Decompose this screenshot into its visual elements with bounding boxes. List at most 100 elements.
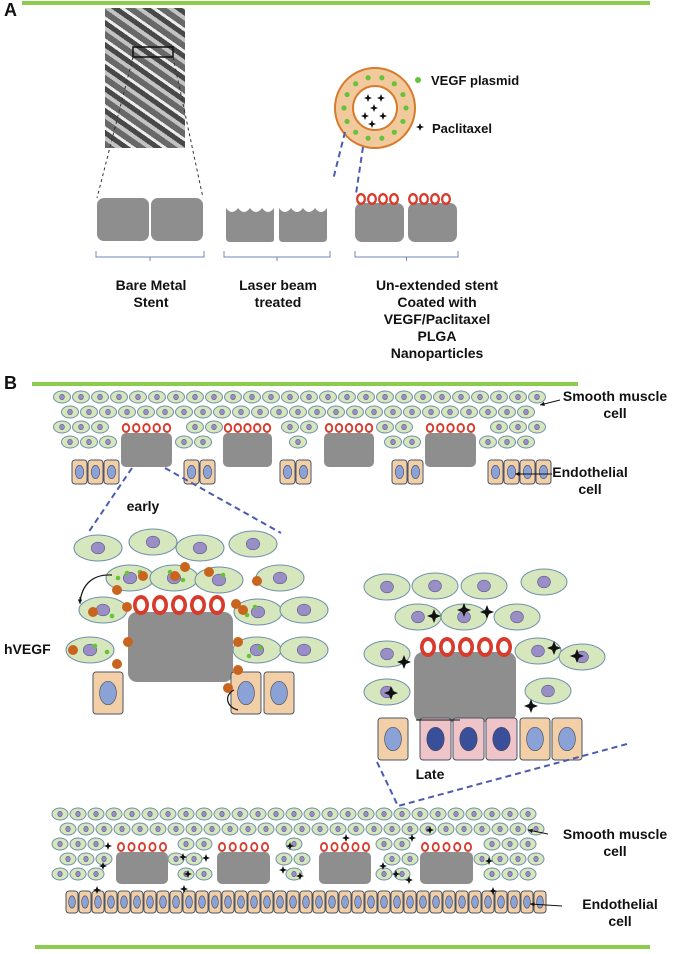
paclitaxel-mark xyxy=(427,609,441,623)
vegf-dot xyxy=(400,91,406,98)
paclitaxel-mark xyxy=(524,699,538,713)
nanoparticle-core xyxy=(363,844,369,850)
paclitaxel-mark xyxy=(93,886,101,894)
cell-nucleus xyxy=(471,895,479,909)
nanoparticle-core xyxy=(139,844,145,850)
nanoparticle-core xyxy=(499,641,509,653)
cell-nucleus xyxy=(352,408,358,415)
cell-nucleus xyxy=(447,408,453,415)
cell-nucleus xyxy=(490,464,500,480)
cell-nucleus xyxy=(93,810,99,817)
paclitaxel-mark xyxy=(408,834,416,842)
cell-nucleus xyxy=(381,810,387,817)
nanoparticle-core xyxy=(432,195,438,203)
nanoparticle-core xyxy=(342,844,348,850)
cell-nucleus xyxy=(183,810,189,817)
nanoparticle-core xyxy=(252,844,257,850)
cell-nucleus xyxy=(97,393,103,400)
cell-nucleus xyxy=(93,870,99,877)
cell-nucleus xyxy=(371,825,377,832)
cell-nucleus xyxy=(515,825,521,832)
nanoparticle-core xyxy=(448,425,453,431)
cell-nucleus xyxy=(306,423,312,430)
cell-nucleus xyxy=(354,895,362,909)
nanoparticle-core xyxy=(366,425,372,431)
cell-nucleus xyxy=(428,408,434,415)
cell-nucleus xyxy=(90,541,106,555)
vegf-dot xyxy=(400,118,406,125)
hvegf-dot xyxy=(204,567,214,577)
cell-nucleus xyxy=(533,855,539,862)
label-bracket xyxy=(95,251,205,261)
arrow-head xyxy=(530,902,535,907)
cell-nucleus xyxy=(461,825,467,832)
cell-nucleus xyxy=(371,408,377,415)
cell-nucleus xyxy=(211,393,217,400)
cell-nucleus xyxy=(367,895,375,909)
cell-nucleus xyxy=(299,855,305,862)
cell-nucleus xyxy=(504,438,510,445)
cell-nucleus xyxy=(83,855,89,862)
cell-nucleus xyxy=(268,393,274,400)
vegf-dot xyxy=(341,105,347,111)
paclitaxel-mark xyxy=(99,862,107,870)
cell-nucleus xyxy=(426,726,445,752)
cell-nucleus xyxy=(276,408,282,415)
sem-micrograph xyxy=(105,8,185,148)
vegf-dot xyxy=(246,653,252,659)
paclitaxel-mark xyxy=(286,842,294,850)
stent-strut xyxy=(128,612,233,682)
paclitaxel-mark xyxy=(377,94,385,102)
paclitaxel-mark xyxy=(397,655,411,669)
cell-nucleus xyxy=(146,895,154,909)
cell-nucleus xyxy=(116,393,122,400)
stent-strut xyxy=(355,203,404,242)
stent-strut xyxy=(408,203,457,242)
cell-nucleus xyxy=(458,895,466,909)
cell-nucleus xyxy=(219,810,225,817)
cell-nucleus xyxy=(380,580,394,594)
nanoparticle-core xyxy=(129,844,134,850)
legend-vegf-marker xyxy=(415,77,421,83)
cell-nucleus xyxy=(183,840,189,847)
cell-nucleus xyxy=(67,408,73,415)
paclitaxel-mark xyxy=(384,686,398,700)
cell-nucleus xyxy=(298,464,308,480)
cell-nucleus xyxy=(75,870,81,877)
cell-nucleus xyxy=(192,393,198,400)
cell-nucleus xyxy=(541,684,555,698)
cell-nucleus xyxy=(289,895,297,909)
cell-nucleus xyxy=(302,895,310,909)
cell-nucleus xyxy=(536,895,544,909)
cell-nucleus xyxy=(192,423,198,430)
cell-nucleus xyxy=(295,408,301,415)
cell-nucleus xyxy=(506,464,516,480)
cell-nucleus xyxy=(420,393,426,400)
cell-nucleus xyxy=(57,840,63,847)
cell-nucleus xyxy=(344,393,350,400)
cell-nucleus xyxy=(471,810,477,817)
nanoparticle-core xyxy=(442,641,452,653)
nanoparticle-core xyxy=(421,195,427,203)
laser-strut-right xyxy=(279,208,327,242)
cell-nucleus xyxy=(363,393,369,400)
paclitaxel-mark xyxy=(426,826,434,834)
paclitaxel-mark xyxy=(179,853,187,861)
nanoparticle-core xyxy=(164,425,170,431)
paclitaxel-mark xyxy=(379,862,387,870)
cell-nucleus xyxy=(534,393,540,400)
cell-nucleus xyxy=(466,408,472,415)
cell-nucleus xyxy=(459,726,478,752)
hvegf-dot xyxy=(170,571,180,581)
cell-nucleus xyxy=(525,870,531,877)
cell-nucleus xyxy=(59,393,65,400)
cell-nucleus xyxy=(443,825,449,832)
cell-nucleus xyxy=(224,895,232,909)
nanoparticle-core xyxy=(123,425,129,431)
nanoparticle-core xyxy=(480,641,490,653)
laser-strut-left xyxy=(226,208,274,242)
paclitaxel-mark xyxy=(480,605,494,619)
vegf-dot xyxy=(124,570,130,576)
cell-nucleus xyxy=(95,603,111,617)
